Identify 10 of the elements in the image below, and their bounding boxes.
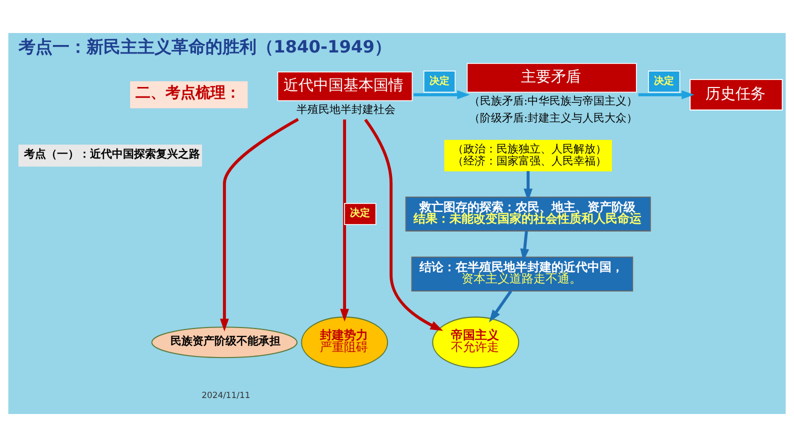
edge-label: 决定 bbox=[654, 76, 674, 87]
edge-label: 决定 bbox=[350, 208, 370, 220]
diagram-title: 考点一：新民主主义革命的胜利（1840-1949） bbox=[18, 36, 392, 56]
node-label: （民族矛盾:中华民族与帝国主义） bbox=[468, 94, 638, 108]
label: 二、考点梳理： bbox=[136, 84, 241, 102]
node-label: （阶级矛盾:封建主义与人民大众） bbox=[468, 111, 638, 124]
edge-label: 决定 bbox=[429, 76, 450, 87]
label: 2024/11/11 bbox=[202, 390, 250, 400]
label: 考点（一）：近代中国探索复兴之路 bbox=[24, 148, 200, 161]
node-label: 半殖民地半封建社会 bbox=[296, 102, 396, 116]
